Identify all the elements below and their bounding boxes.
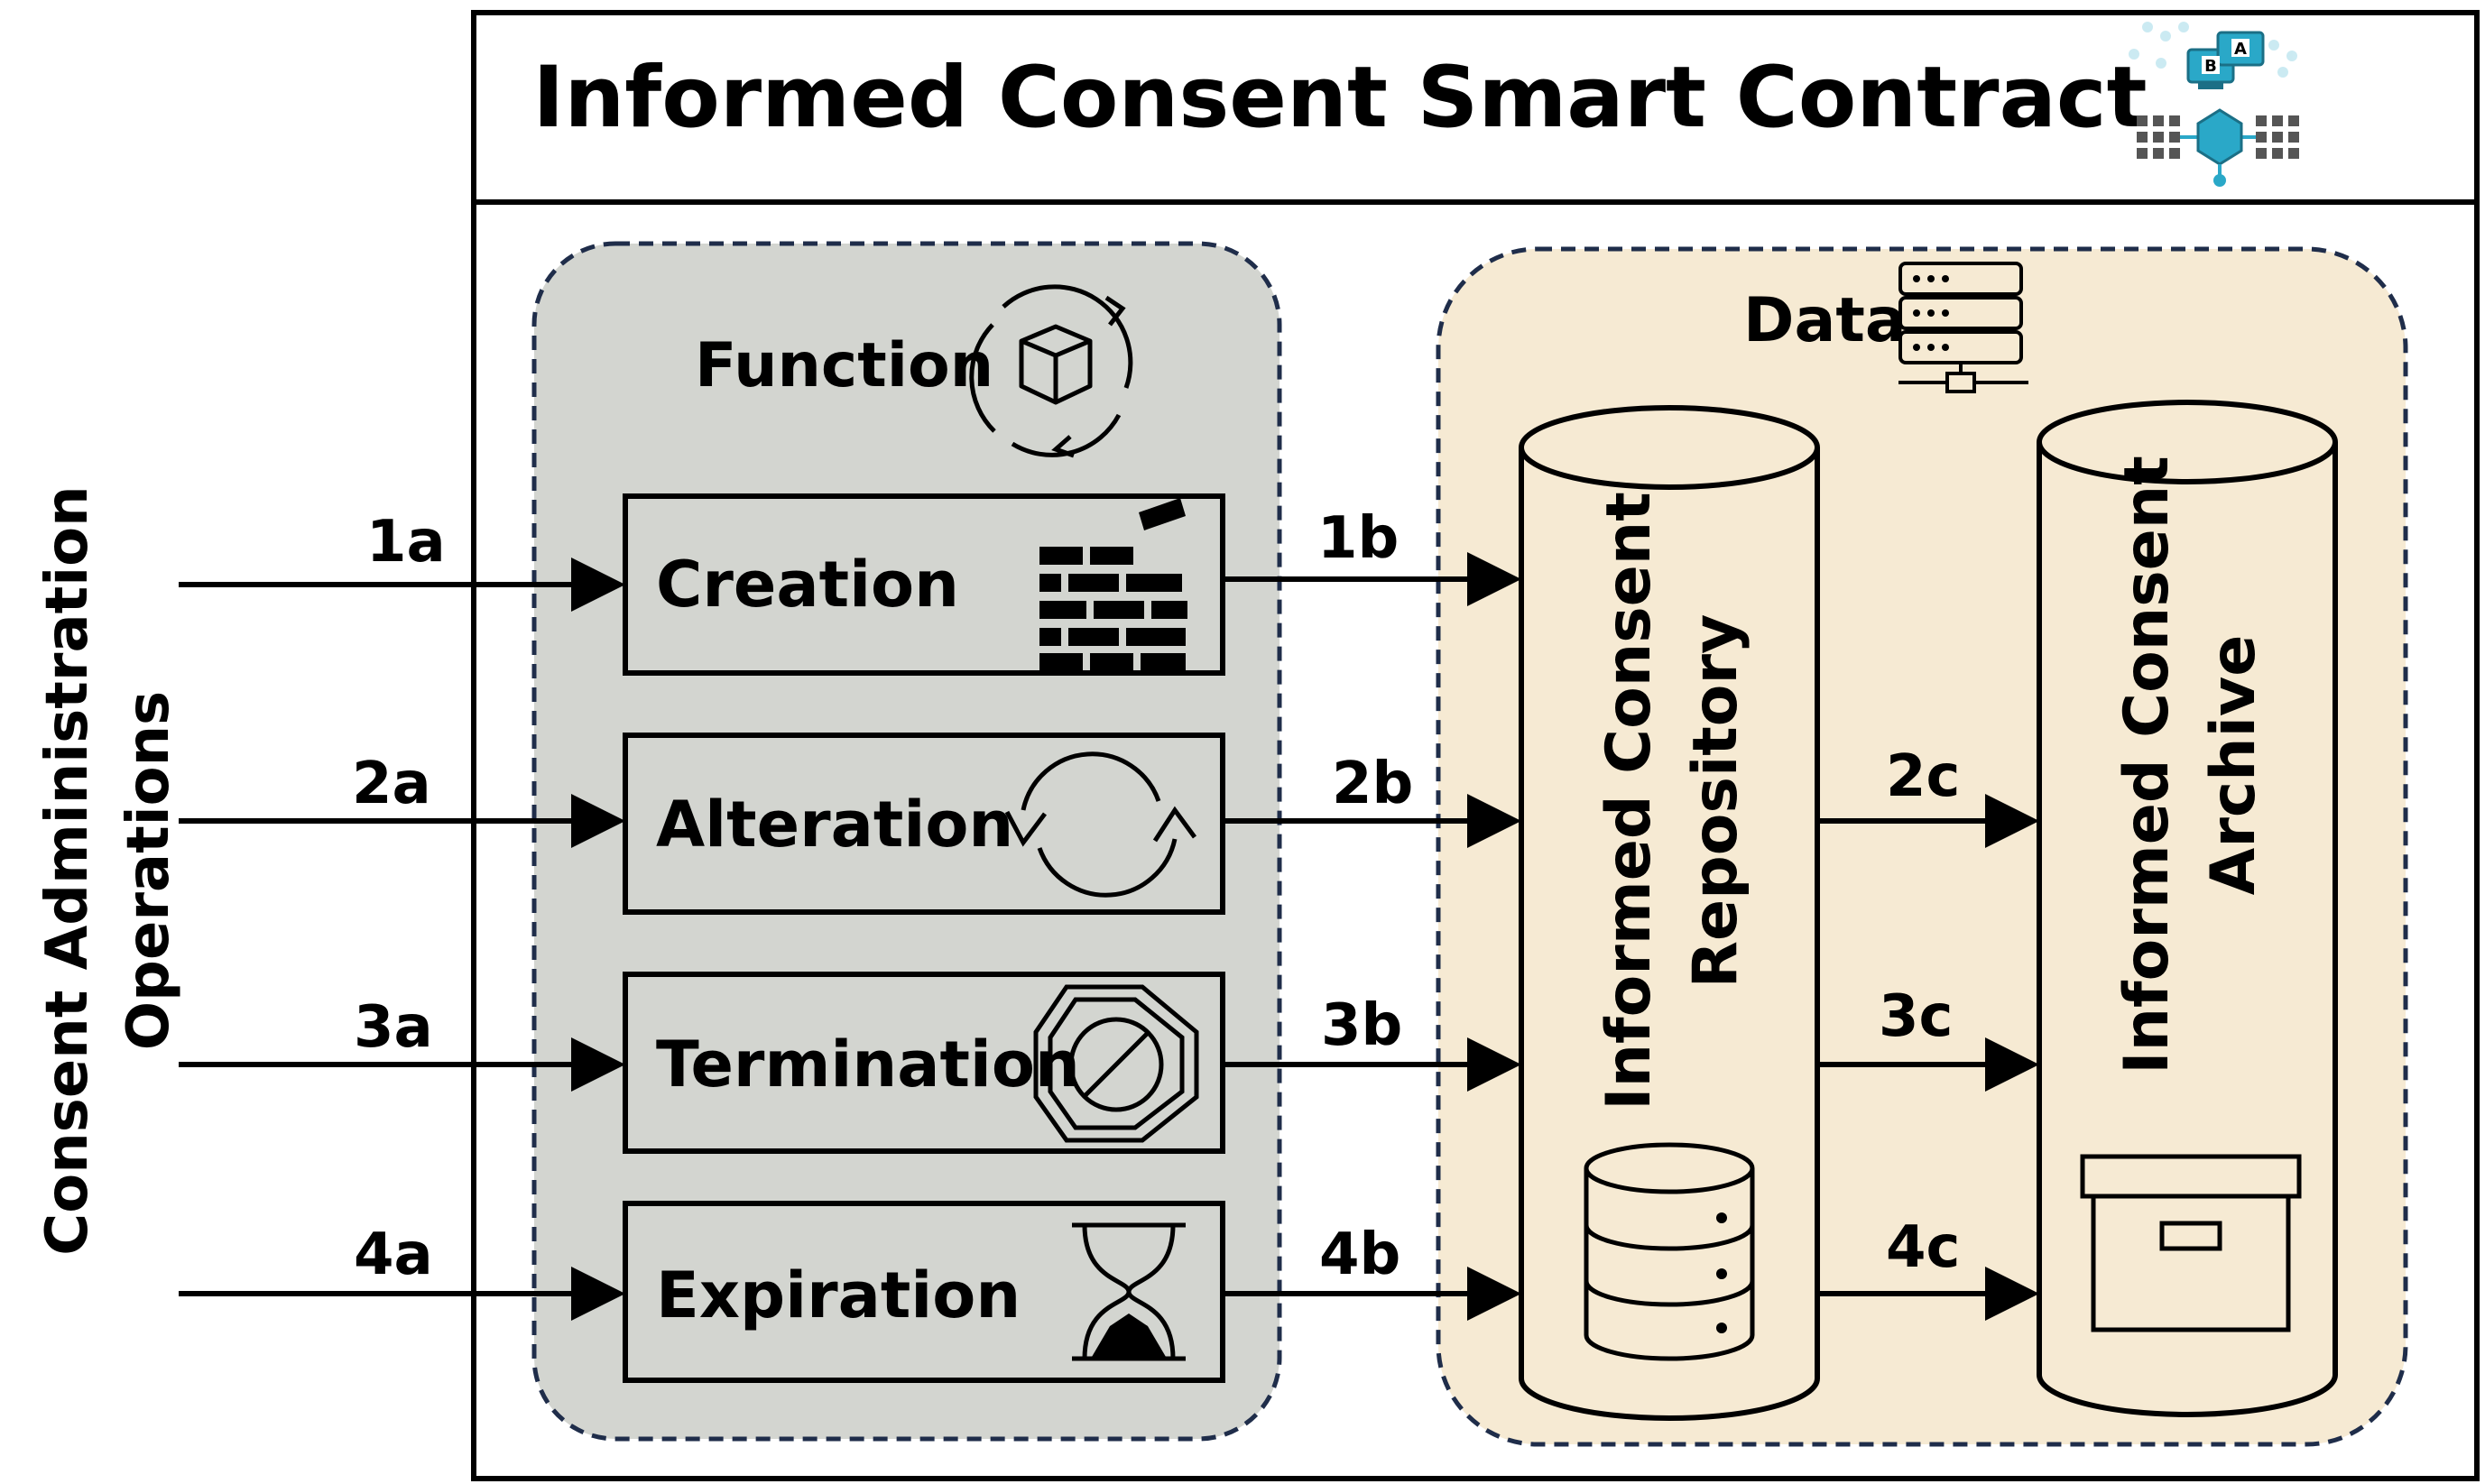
brick-wall-icon <box>1039 498 1187 671</box>
archive-cylinder: Informed Consent Archive <box>2037 400 2338 1417</box>
function-termination-box: Termination <box>623 972 1225 1154</box>
step-3a-label: 3a <box>354 994 433 1061</box>
flow-arrows <box>179 552 2039 1321</box>
data-group-label: Data <box>1743 285 1907 356</box>
repository-label-line2: Repository <box>1680 614 1751 989</box>
side-label-line1: Consent Administration <box>34 485 101 1255</box>
archive-label-line2: Archive <box>2198 635 2269 896</box>
step-2a-label: 2a <box>352 751 431 817</box>
repository-cylinder: Informed Consent Repository <box>1519 405 1820 1421</box>
step-2c-label: 2c <box>1886 743 1960 810</box>
step-4a-label: 4a <box>354 1221 433 1288</box>
step-3c-label: 3c <box>1879 983 1953 1050</box>
side-label-line2: Operations <box>115 691 182 1051</box>
database-icon <box>1584 1142 1755 1361</box>
step-labels: 1a 2a 3a 4a 1b 2b 3b 4b 2c 3c 4c <box>352 505 1960 1288</box>
step-1b-label: 1b <box>1317 505 1399 572</box>
step-4c-label: 4c <box>1886 1214 1960 1281</box>
hourglass-icon <box>1072 1222 1186 1361</box>
creation-label: Creation <box>656 548 959 622</box>
server-icon <box>1898 262 2028 393</box>
expiration-label: Expiration <box>656 1258 1021 1332</box>
termination-label: Termination <box>656 1028 1080 1101</box>
svg-text:A: A <box>2234 40 2247 59</box>
step-4b-label: 4b <box>1319 1221 1400 1288</box>
archive-box-icon <box>2080 1154 2302 1332</box>
repository-label-line1: Informed Consent <box>1594 492 1665 1110</box>
step-3b-label: 3b <box>1321 992 1402 1059</box>
stop-sign-icon <box>1033 984 1199 1143</box>
refresh-cycle-icon <box>1004 751 1197 898</box>
alteration-label: Alteration <box>656 788 1013 862</box>
side-label: Consent Administration Operations <box>34 485 182 1255</box>
function-group-label: Function <box>695 330 993 401</box>
svg-text:B: B <box>2204 57 2217 76</box>
archive-label-line1: Informed Consent <box>2111 456 2183 1074</box>
page-title: Informed Consent Smart Contract <box>532 49 2147 147</box>
function-cycle-icon <box>969 284 1133 458</box>
blockchain-network-icon: B A <box>2129 22 2299 187</box>
function-alteration-box: Alteration <box>623 733 1225 915</box>
step-2b-label: 2b <box>1332 751 1413 817</box>
function-creation-box: Creation <box>623 493 1225 676</box>
step-1a-label: 1a <box>366 509 446 576</box>
function-expiration-box: Expiration <box>623 1201 1225 1383</box>
